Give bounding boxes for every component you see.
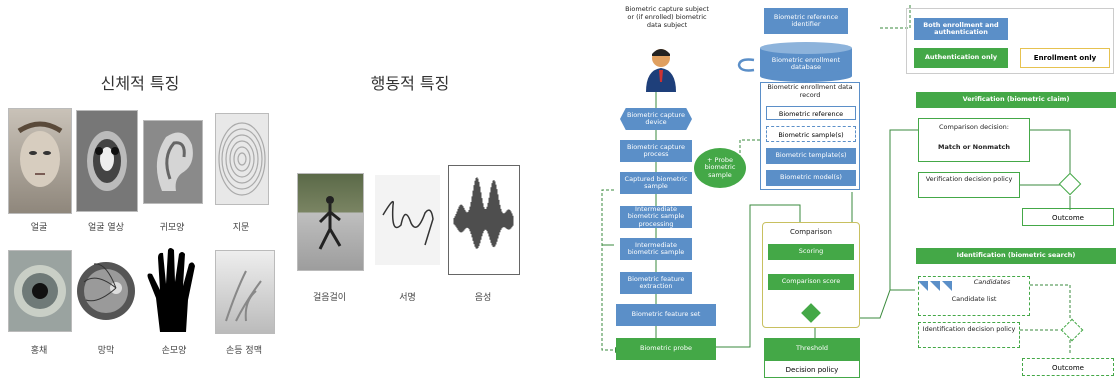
- reference-identifier: Biometric reference identifier: [764, 8, 848, 34]
- pipeline-feature-extraction: Biometric feature extraction: [620, 272, 692, 294]
- candidates-label: Candidates: [973, 278, 1011, 286]
- record-item-templates: Biometric template(s): [766, 148, 856, 164]
- comparison-title: Comparison: [790, 228, 832, 236]
- enrollment-database-label: Biometric enrollment database: [771, 55, 841, 71]
- trait-label-iris: 홍채: [30, 346, 48, 356]
- trait-label-face-thermogram: 얼굴 열상: [88, 223, 124, 233]
- identification-policy-box: [918, 322, 1020, 348]
- legend-both: Both enrollment and authentication: [914, 18, 1008, 40]
- verification-match: Match or Nonmatch: [938, 143, 1010, 151]
- trait-label-hand: 손모양: [161, 346, 187, 356]
- person-icon: [644, 46, 678, 92]
- candidate-list-label: Candidate list: [951, 295, 997, 303]
- pipeline-captured-sample: Captured biometric sample: [620, 172, 692, 194]
- trait-label-signature: 서명: [399, 293, 416, 303]
- trait-label-face: 얼굴: [30, 223, 48, 233]
- trait-label-retina: 망막: [97, 346, 115, 356]
- verification-decision-label: Comparison decision:: [939, 123, 1009, 131]
- identification-header: Identification (biometric search): [916, 248, 1116, 264]
- pipeline-intermediate-processing: Intermediate biometric sample processing: [620, 205, 692, 228]
- connector-lines: [601, 5, 1071, 355]
- refresh-arrow-icon: [736, 56, 758, 74]
- candidates-tabs-icon: [918, 276, 958, 291]
- legend-box: [906, 8, 1114, 74]
- pipeline-capture-process: Biometric capture process: [620, 140, 692, 162]
- record-item-samples: Biometric sample(s): [766, 126, 856, 142]
- pipeline-feature-set: Biometric feature set: [616, 304, 716, 326]
- verification-outcome: Outcome: [1022, 208, 1114, 226]
- verification-decision-box: [918, 118, 1030, 162]
- pipeline-capture-device: Biometric capture device: [620, 108, 692, 130]
- threshold-node: Threshold: [764, 338, 860, 360]
- verification-policy-label: Verification decision policy: [925, 175, 1013, 183]
- retina-photo-icon: [76, 252, 136, 330]
- trait-label-voice: 음성: [474, 293, 492, 303]
- voice-waveform-icon: [448, 165, 520, 275]
- record-item-reference: Biometric reference: [766, 106, 856, 120]
- identification-policy-label: Identification decision policy: [922, 325, 1016, 333]
- face-photo-icon: [8, 108, 72, 214]
- legend-enroll-only: Enrollment only: [1020, 48, 1110, 68]
- pipeline-intermediate-sample: Intermediate biometric sample: [620, 238, 692, 260]
- subject-label: Biometric capture subject or (if enrolle…: [625, 5, 709, 29]
- physical-traits-title: 신체적 특징: [100, 74, 180, 93]
- behavioral-traits-title: 행동적 특징: [370, 74, 450, 93]
- verification-policy-box: [918, 172, 1020, 198]
- face-thermogram-icon: [76, 110, 138, 212]
- decision-policy-box: Decision policy: [764, 360, 860, 378]
- scoring-node: Scoring: [768, 244, 854, 260]
- hand-silhouette-icon: [146, 248, 202, 334]
- identification-outcome: Outcome: [1022, 358, 1114, 376]
- gait-photo-icon: [297, 173, 364, 271]
- iris-photo-icon: [8, 250, 72, 332]
- ear-photo-icon: [143, 120, 203, 204]
- trait-label-hand-vein: 손등 정맥: [226, 346, 262, 356]
- record-title: Biometric enrollment data record: [767, 83, 853, 99]
- trait-label-gait: 걸음걸이: [312, 293, 347, 303]
- signature-icon: [375, 175, 440, 265]
- comparison-score-node: Comparison score: [768, 274, 854, 290]
- fingerprint-icon: [215, 113, 269, 205]
- verification-header: Verification (biometric claim): [916, 92, 1116, 108]
- pipeline-biometric-probe: Biometric probe: [616, 338, 716, 360]
- record-item-models: Biometric model(s): [766, 170, 856, 186]
- probe-sample-bubble: + Probe biometric sample: [694, 148, 746, 188]
- trait-label-fingerprint: 지문: [232, 223, 250, 233]
- enrollment-database-icon: [760, 42, 852, 82]
- hand-vein-icon: [215, 250, 275, 334]
- trait-label-ear: 귀모양: [159, 223, 185, 233]
- legend-auth-only: Authentication only: [914, 48, 1008, 68]
